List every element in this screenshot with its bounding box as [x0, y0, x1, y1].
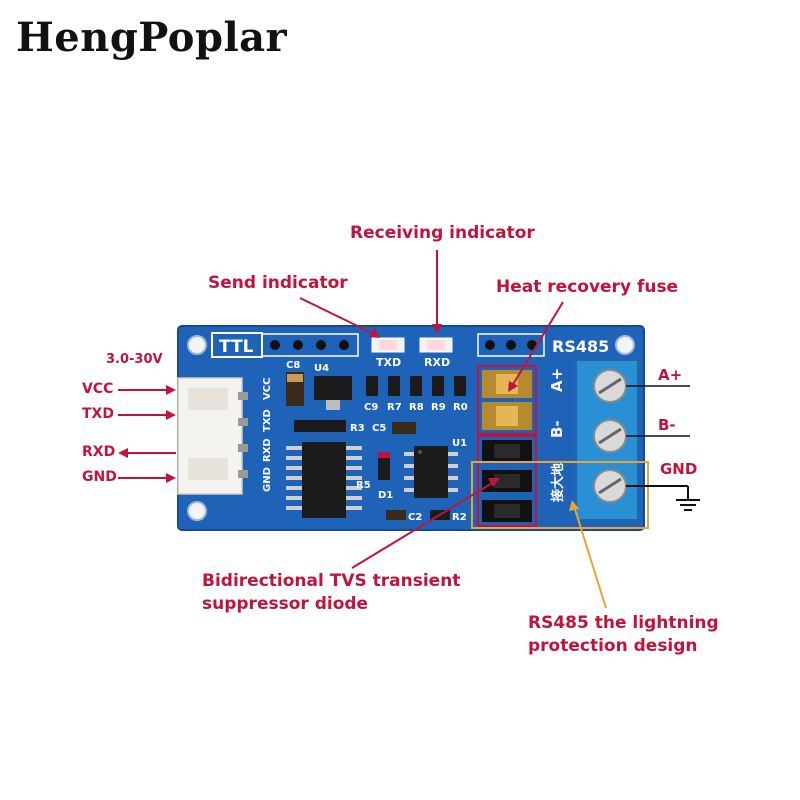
svg-text:R3: R3: [350, 423, 365, 434]
send-indicator-label: Send indicator: [208, 273, 348, 293]
svg-text:R2: R2: [452, 512, 467, 523]
svg-text:C5: C5: [372, 423, 386, 434]
ground-symbol: [626, 485, 700, 511]
silk-ttl: TTL: [219, 337, 254, 357]
svg-text:TXD: TXD: [376, 356, 401, 369]
mount-hole-top-left: [187, 335, 207, 355]
tvs-diode-label: Bidirectional TVS transient suppressor d…: [202, 570, 460, 616]
svg-text:R5: R5: [356, 480, 371, 491]
pin-label-gnd: GND: [82, 469, 117, 485]
heat-recovery-fuse-label: Heat recovery fuse: [496, 277, 679, 297]
svg-text:R8: R8: [409, 402, 424, 413]
ic-chip-u1: [404, 446, 458, 498]
svg-text:GND: GND: [262, 467, 273, 492]
svg-text:R9: R9: [431, 402, 446, 413]
ic-chip-left: [286, 442, 362, 518]
tvs-diode-label-line1: Bidirectional TVS transient: [202, 571, 461, 591]
ttl-pin-header: [270, 340, 349, 350]
svg-text:R0: R0: [453, 402, 468, 413]
svg-text:RXD: RXD: [262, 438, 273, 462]
svg-text:接大地: 接大地: [550, 463, 566, 502]
mount-hole-top-right: [615, 335, 635, 355]
silk-rs485: RS485: [552, 337, 609, 356]
tvs-diode-label-line2: suppressor diode: [202, 593, 369, 614]
pin-label-rxd: RXD: [82, 444, 116, 460]
svg-text:C9: C9: [364, 402, 378, 413]
mount-hole-bottom-left: [187, 501, 207, 521]
receiving-indicator-label: Receiving indicator: [350, 223, 535, 243]
tvs-diodes: [482, 440, 532, 522]
svg-text:VCC: VCC: [262, 378, 273, 400]
lightning-protection-label-line1: RS485 the lightning: [528, 613, 719, 633]
svg-text:A+: A+: [548, 368, 566, 392]
rs485-pin-header: [485, 340, 537, 350]
terminal-label-a-plus: A+: [658, 366, 683, 384]
pin-label-vcc: VCC: [82, 381, 114, 397]
diode-d1: [378, 452, 390, 480]
lightning-protection-label: RS485 the lightning protection design: [528, 612, 719, 658]
terminal-label-gnd: GND: [660, 460, 698, 478]
svg-text:D1: D1: [378, 490, 393, 501]
terminal-label-b-minus: B-: [658, 416, 676, 434]
brand-watermark: HengPoplar: [16, 14, 288, 61]
svg-text:RXD: RXD: [424, 356, 450, 369]
svg-text:TXD: TXD: [262, 409, 273, 432]
screw-terminal-block: [575, 359, 639, 521]
svg-text:U1: U1: [452, 438, 467, 449]
pin-arrows: [118, 385, 176, 483]
voltage-regulator: [314, 376, 352, 400]
svg-text:C2: C2: [408, 512, 422, 523]
svg-text:C8: C8: [286, 360, 300, 371]
voltage-range-label: 3.0-30V: [106, 352, 163, 367]
lightning-protection-label-line2: protection design: [528, 635, 698, 656]
svg-text:U4: U4: [314, 363, 329, 374]
header-silk-labels: VCC TXD RXD GND: [262, 378, 273, 492]
svg-text:R7: R7: [387, 402, 402, 413]
pin-label-txd: TXD: [82, 406, 114, 422]
svg-text:B-: B-: [548, 420, 566, 438]
